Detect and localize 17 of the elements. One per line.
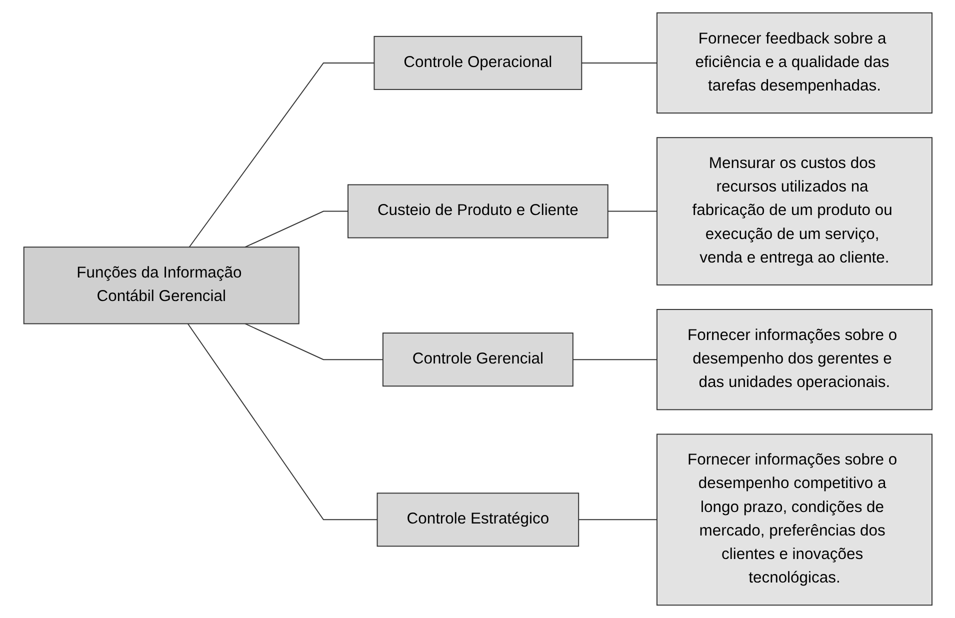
node-box: Mensurar os custos dos recursos utilizados na fabricação de um produto ou execução de um serviço, venda e entrega ao cliente.	[656, 137, 932, 286]
connector	[578, 519, 658, 520]
node-box: Fornecer informações sobre o desempenho dos gerentes e das unidades operacionais.	[656, 309, 932, 410]
node-box: Controle Operacional	[373, 36, 582, 90]
connector	[572, 359, 658, 360]
connector	[244, 323, 383, 360]
node-box: Custeio de Produto e Cliente	[347, 184, 608, 238]
connector	[188, 62, 374, 248]
node-box: Controle Gerencial	[382, 332, 573, 387]
connector	[580, 62, 658, 64]
node-box: Fornecer feedback sobre a eficiência e a qualidade das tarefas desempenhadas.	[656, 12, 932, 114]
node-box: Fornecer informações sobre o desempenho competitivo a longo prazo, condições de mercado, preferências dos clientes e inovações tecnológicas.	[656, 434, 932, 606]
node-box: Controle Estratégico	[376, 492, 579, 547]
connector	[244, 210, 348, 248]
connector	[186, 323, 378, 520]
connector	[606, 210, 658, 212]
node-box: Funções da Informação Contábil Gerencial	[22, 246, 299, 324]
